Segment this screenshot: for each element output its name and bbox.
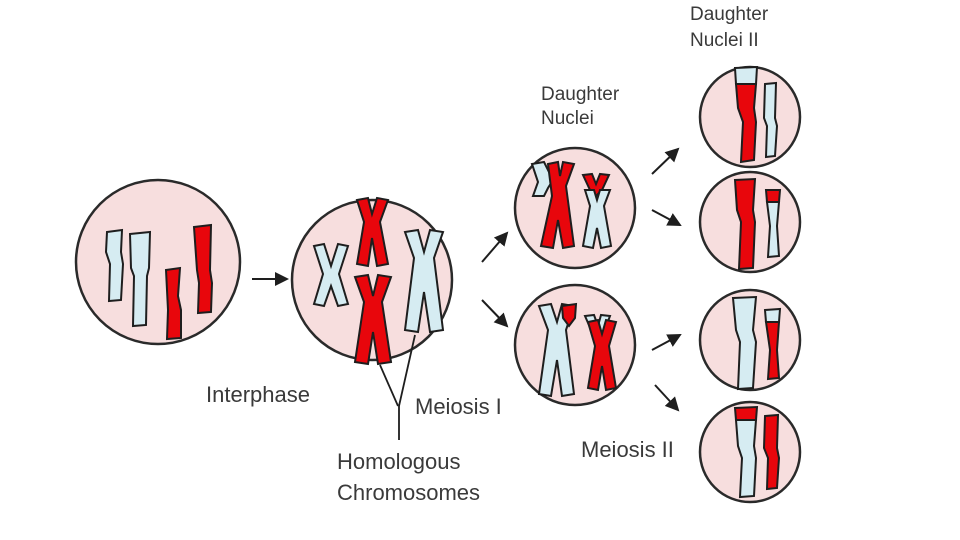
meiosis-1-large-red-chromosome bbox=[353, 273, 393, 366]
arrow-meiosis-1-to-top-daughter bbox=[481, 231, 509, 263]
arrow-top-daughter-to-nucleus-2b bbox=[651, 209, 682, 226]
homologous-pointer-right bbox=[398, 334, 416, 407]
interphase-label: Interphase bbox=[206, 382, 310, 407]
nucleus-2a-chromosome-blue-cap bbox=[733, 65, 759, 85]
nucleus-2d-chromosome-blue bbox=[734, 419, 758, 499]
daughter-nuclei-2-label-line2: Nuclei II bbox=[690, 30, 759, 51]
daughter-nuclei-label-line1: Daughter bbox=[541, 84, 620, 105]
nucleus-2b-chromosome-red-large bbox=[733, 177, 757, 271]
nucleus-2a-chromosome-blue bbox=[762, 81, 779, 159]
daughter-nucleus-top bbox=[513, 146, 637, 270]
meiosis-1-cell bbox=[290, 196, 454, 366]
nucleus-2c-chromosome-blue-cap bbox=[763, 307, 782, 323]
daughter-top-chromosome-red-large bbox=[539, 160, 576, 250]
meiosis-1-small-blue-chromosome bbox=[312, 242, 350, 308]
daughter-bottom-chromosome-red-cap bbox=[560, 302, 578, 328]
interphase-cell bbox=[74, 178, 242, 346]
daughter-nucleus-2b bbox=[698, 170, 802, 274]
daughter-bottom-chromosome-red-small bbox=[586, 318, 618, 392]
homologous-chromosomes-label-line1: Homologous bbox=[337, 449, 461, 474]
interphase-cell-membrane bbox=[74, 178, 242, 346]
daughter-nuclei-label-line2: Nuclei bbox=[541, 108, 594, 129]
nucleus-2b-chromosome-blue-small bbox=[765, 201, 781, 259]
interphase-chromosome-blue-1 bbox=[104, 228, 125, 303]
daughter-nucleus-2c bbox=[698, 288, 802, 392]
homologous-chromosomes-label-line2: Chromosomes bbox=[337, 480, 481, 505]
interphase-chromosome-blue-2 bbox=[128, 230, 152, 328]
daughter-bottom-chromosome-blue-large bbox=[537, 302, 576, 398]
meiosis-2-label: Meiosis II bbox=[581, 437, 674, 462]
nucleus-2d-chromosome-red bbox=[762, 413, 781, 491]
daughter-nuclei-2-label-line1: Daughter bbox=[690, 4, 769, 25]
daughter-top-chromosome-blue-small bbox=[581, 189, 613, 250]
daughter-nucleus-2d bbox=[698, 400, 802, 504]
meiosis-1-label: Meiosis I bbox=[415, 394, 502, 419]
daughter-nucleus-bottom-membrane bbox=[513, 283, 637, 407]
daughter-nucleus-2a bbox=[698, 65, 802, 169]
arrow-bottom-daughter-to-nucleus-2d bbox=[654, 384, 680, 412]
daughter-nucleus-bottom bbox=[513, 283, 637, 407]
nucleus-2a-chromosome-red bbox=[734, 83, 758, 164]
daughter-top-chromosome-blue-left bbox=[530, 160, 555, 197]
arrow-top-daughter-to-nucleus-2a bbox=[651, 147, 680, 175]
nucleus-2c-chromosome-red-small bbox=[764, 321, 781, 381]
nucleus-2c-chromosome-blue-large bbox=[731, 295, 758, 391]
arrow-bottom-daughter-to-nucleus-2c bbox=[651, 334, 682, 351]
interphase-chromosome-red-2 bbox=[192, 223, 214, 315]
arrow-meiosis-1-to-bottom-daughter bbox=[481, 299, 509, 328]
meiosis-1-large-blue-chromosome bbox=[403, 228, 445, 334]
homologous-pointer-left bbox=[379, 364, 399, 407]
meiosis-1-small-red-chromosome bbox=[355, 196, 390, 268]
interphase-chromosome-red-1 bbox=[164, 266, 182, 341]
nucleus-2d-chromosome-red-cap bbox=[733, 405, 759, 421]
